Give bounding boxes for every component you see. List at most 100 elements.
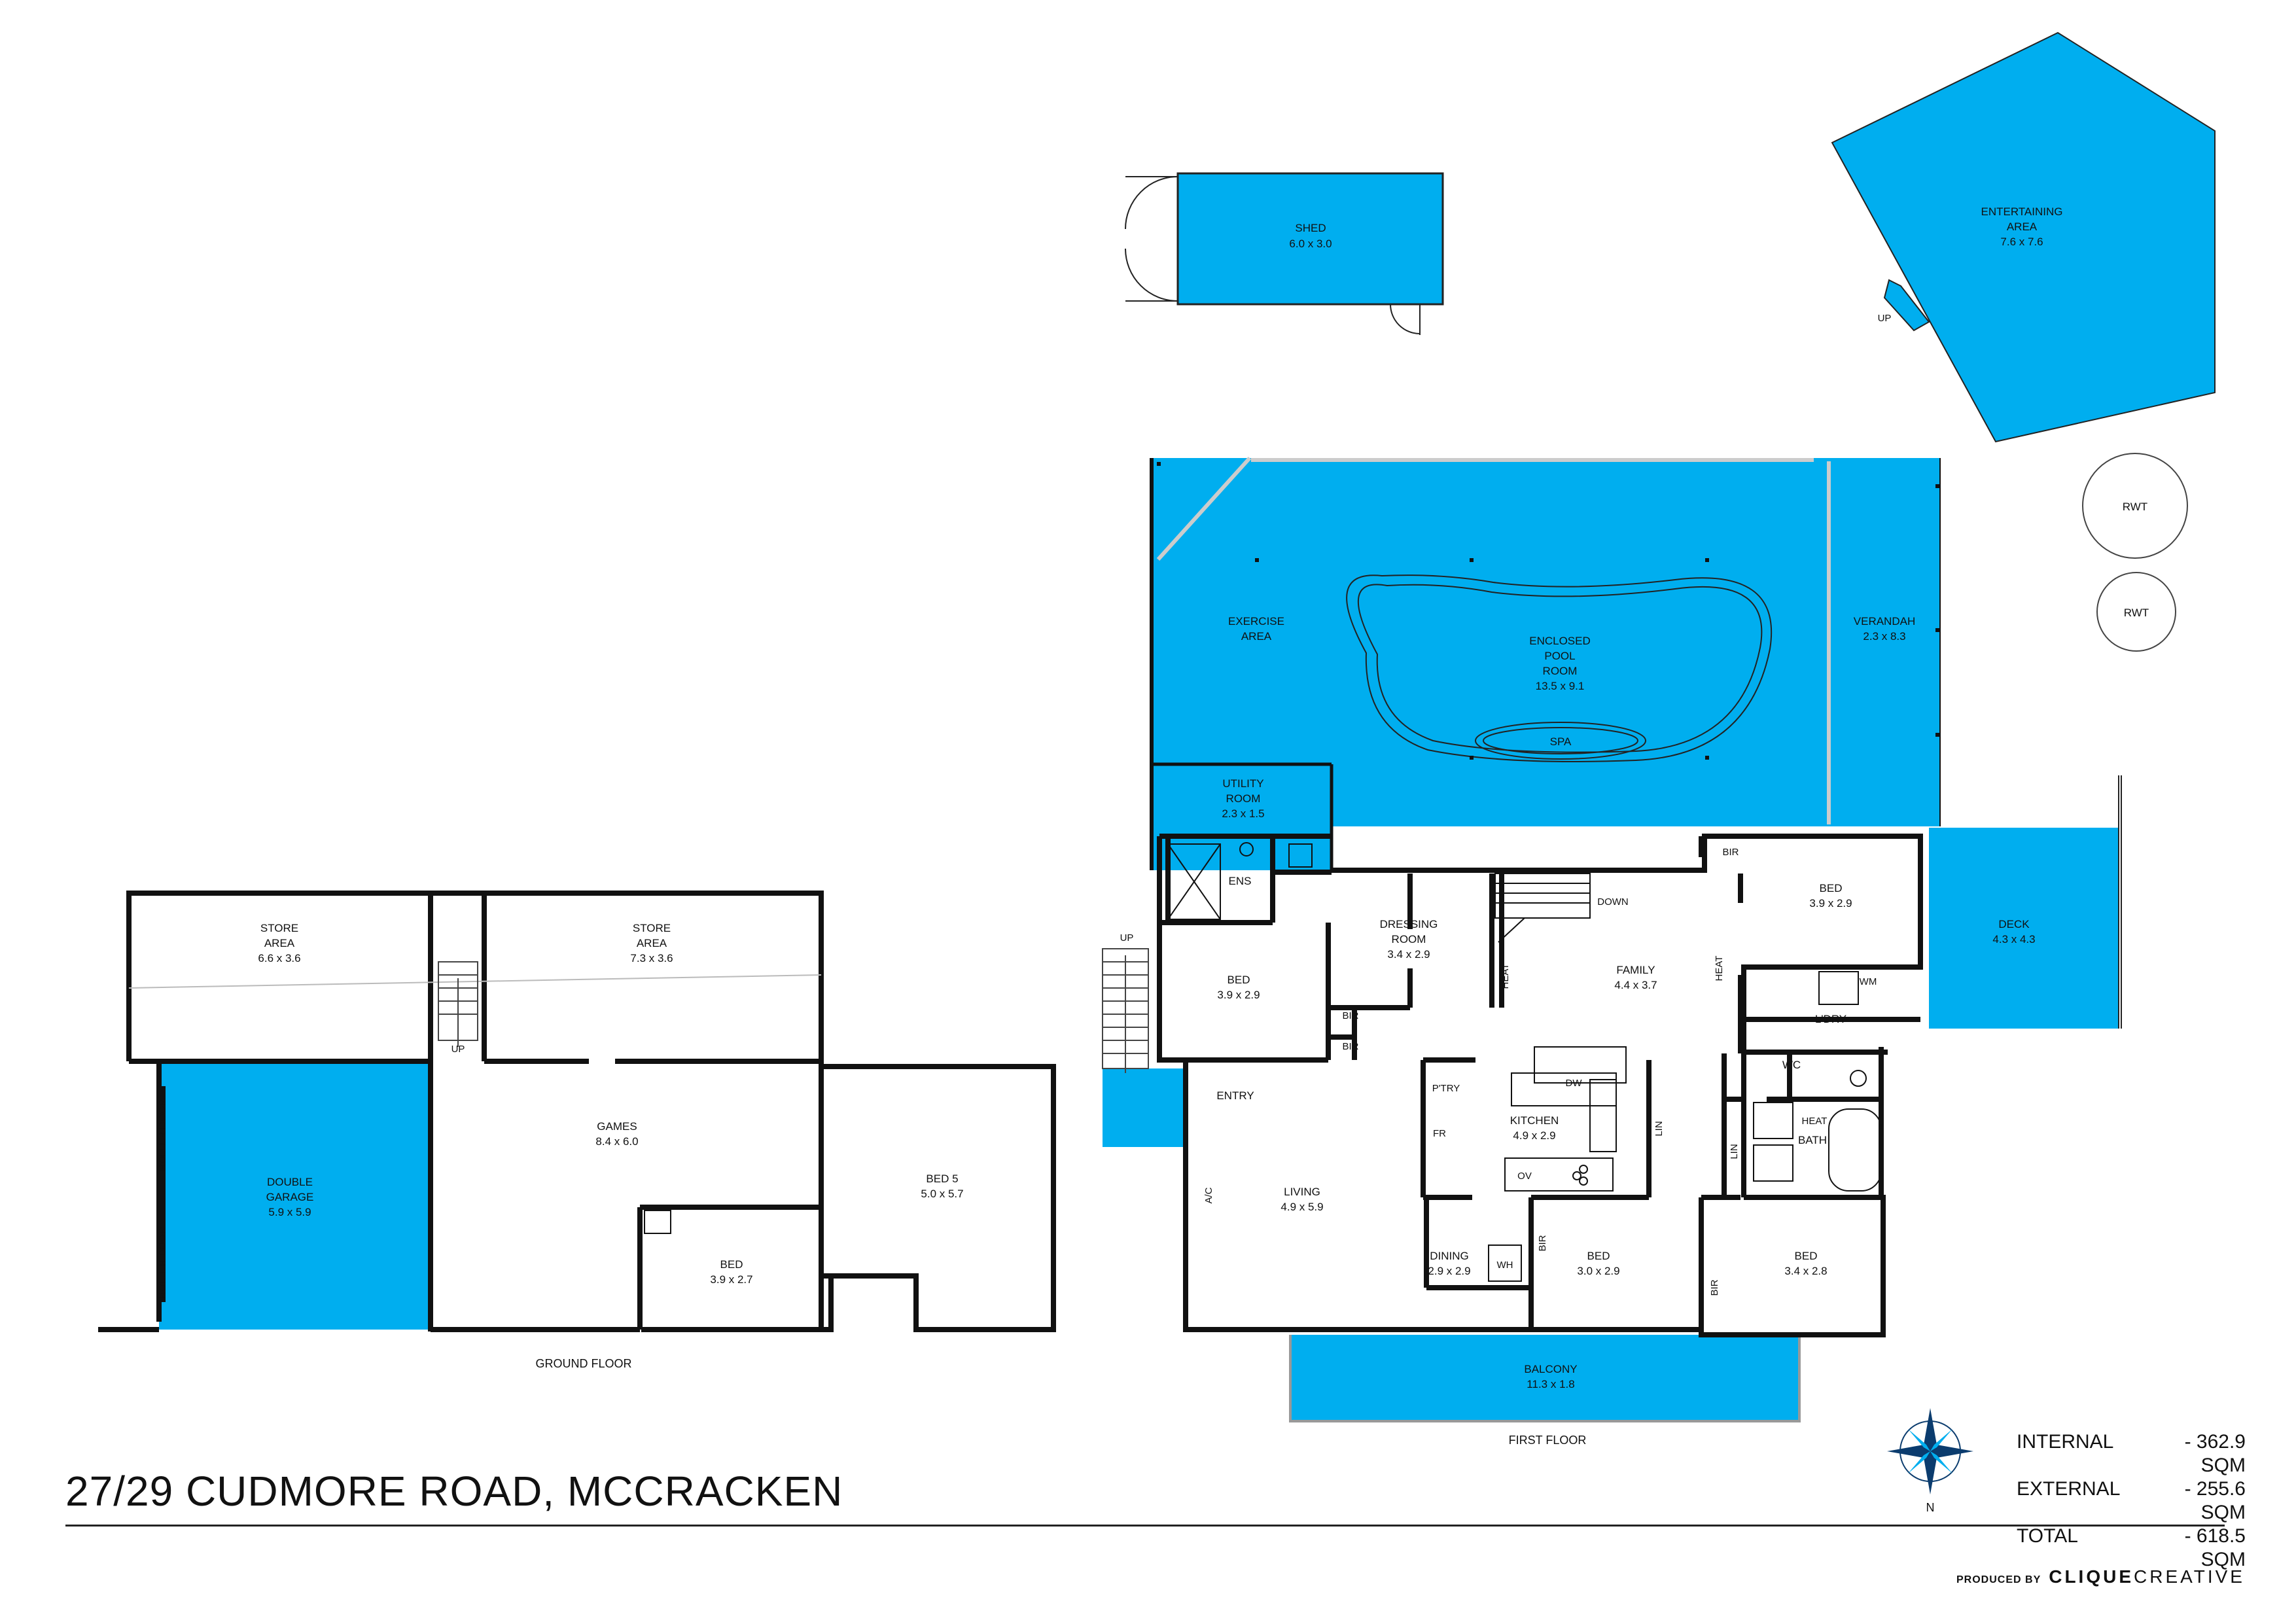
compass-north-label: N [1926, 1501, 1935, 1514]
heat-label-stair: HEAT [1500, 964, 1511, 989]
bed-ne-size: 3.9 x 2.9 [1809, 897, 1852, 909]
pool-size: 13.5 x 9.1 [1536, 680, 1585, 692]
entertaining-label: ENTERTAINING [1981, 205, 2063, 218]
store-right-label: STORE [633, 922, 671, 934]
bir-label-ne: BIR [1722, 847, 1739, 858]
store-right-label-2: AREA [637, 937, 667, 949]
area-label: EXTERNAL [2017, 1478, 2121, 1500]
fr-label: FR [1433, 1128, 1446, 1139]
roller-door-label-1: ROLLER DOOR [157, 1099, 168, 1171]
utility-size: 2.3 x 1.5 [1222, 807, 1264, 820]
dressing-size: 3.4 x 2.9 [1387, 948, 1430, 961]
dining-label: DINING [1430, 1250, 1469, 1262]
deck-size: 4.3 x 4.3 [1992, 933, 2035, 945]
area-value: - 255.6 SQM [2184, 1478, 2246, 1523]
lin-label-bath: LIN [1729, 1144, 1740, 1159]
brand-logo: CLIQUECREATIVE [2049, 1566, 2245, 1587]
garage-label: DOUBLE [267, 1176, 313, 1188]
garage-size: 5.9 x 5.9 [268, 1206, 311, 1218]
rwt-label-1: RWT [2123, 501, 2147, 513]
exercise-label: EXERCISE [1228, 615, 1284, 627]
rwt-tank-2 [2096, 572, 2176, 652]
bed-mid-size: 3.0 x 2.9 [1577, 1265, 1619, 1277]
exercise-label-2: AREA [1241, 630, 1272, 643]
ground-floor-label: GROUND FLOOR [535, 1357, 631, 1370]
kitchen-label: KITCHEN [1510, 1114, 1559, 1127]
entry-label: ENTRY [1216, 1089, 1254, 1102]
area-label: TOTAL [2017, 1525, 2078, 1547]
pool-label: ENCLOSED [1529, 635, 1591, 647]
bir-label-2: BIR [1342, 1041, 1358, 1052]
bed-ne-label: BED [1820, 882, 1843, 894]
utility-label: UTILITY [1222, 777, 1263, 790]
ens-label: ENS [1229, 875, 1252, 887]
property-address: 27/29 CUDMORE ROAD, MCCRACKEN [65, 1468, 843, 1515]
lin-label-kitchen: LIN [1653, 1121, 1665, 1136]
garage [159, 1061, 431, 1330]
stairs-up-label: UP [1120, 932, 1134, 944]
deck-label: DECK [1998, 918, 2030, 930]
garage-label-2: GARAGE [266, 1191, 314, 1203]
dining-size: 2.9 x 2.9 [1428, 1265, 1470, 1277]
producer-credit: PRODUCED BY CLIQUECREATIVE [1956, 1566, 2245, 1587]
wm-label: WM [1860, 976, 1877, 987]
verandah-label: VERANDAH [1854, 615, 1915, 627]
heat-label-family: HEAT [1714, 956, 1725, 981]
rwt-tank-1 [2082, 453, 2188, 559]
games-label: GAMES [597, 1120, 637, 1133]
area-row-total: TOTAL - 618.5 SQM [2017, 1525, 2246, 1572]
shed-size: 6.0 x 3.0 [1289, 238, 1332, 250]
balcony [1290, 1335, 1799, 1420]
shed [1125, 172, 1444, 335]
store-left-size: 6.6 x 3.6 [258, 952, 300, 964]
dressing-label: DRESSING [1380, 918, 1438, 930]
ground-stairs-up-label: UP [451, 1044, 465, 1055]
entertaining-size: 7.6 x 7.6 [2000, 236, 2043, 248]
first-floor-walls [1157, 834, 1923, 1337]
bir-label-1: BIR [1342, 1010, 1358, 1021]
balcony-size: 11.3 x 1.8 [1527, 1378, 1574, 1390]
area-label: INTERNAL [2017, 1431, 2114, 1453]
pool-label-2: POOL [1544, 650, 1575, 662]
bed-ground-label: BED [720, 1258, 743, 1271]
games-size: 8.4 x 6.0 [595, 1135, 638, 1148]
brand-light: CREATIVE [2134, 1566, 2245, 1587]
family-size: 4.4 x 3.7 [1614, 979, 1657, 991]
roller-door-label-2: ROLLER DOOR [157, 1227, 168, 1298]
store-right-size: 7.3 x 3.6 [630, 952, 673, 964]
deck [1929, 828, 2119, 1029]
spa-label: SPA [1550, 735, 1572, 748]
entertaining-area [1831, 31, 2216, 443]
shed-label: SHED [1295, 222, 1326, 234]
store-left-label-2: AREA [264, 937, 295, 949]
dressing-label-2: ROOM [1392, 933, 1426, 945]
stairs-down-label: DOWN [1597, 896, 1629, 908]
wc-label: WC [1782, 1059, 1801, 1071]
bed-master-size: 3.9 x 2.9 [1217, 989, 1260, 1001]
area-value: - 362.9 SQM [2184, 1431, 2246, 1476]
kitchen-size: 4.9 x 2.9 [1513, 1129, 1555, 1142]
bed5-size: 5.0 x 5.7 [921, 1188, 963, 1200]
heat-label-bath: HEAT [1802, 1116, 1828, 1127]
bed-se-label: BED [1795, 1250, 1818, 1262]
brand-bold: CLIQUE [2049, 1566, 2134, 1587]
bed-master-label: BED [1227, 974, 1250, 986]
dw-label: DW [1566, 1078, 1583, 1089]
wh-label: WH [1497, 1260, 1513, 1271]
bath-label: BATH [1798, 1134, 1827, 1146]
living-size: 4.9 x 5.9 [1280, 1201, 1323, 1213]
bed-ground-size: 3.9 x 2.7 [710, 1273, 752, 1286]
ov-label: OV [1517, 1171, 1532, 1182]
pool-label-3: ROOM [1543, 665, 1578, 677]
compass-icon [1887, 1408, 1973, 1494]
bed-se-size: 3.4 x 2.8 [1784, 1265, 1827, 1277]
bed-mid-label: BED [1587, 1250, 1610, 1262]
family-label: FAMILY [1616, 964, 1655, 976]
area-row-internal: INTERNAL - 362.9 SQM [2017, 1430, 2246, 1477]
balcony-label: BALCONY [1524, 1363, 1577, 1375]
living-label: LIVING [1284, 1186, 1320, 1198]
entertaining-label-2: AREA [2007, 221, 2038, 233]
laundry-label: L'DRY [1815, 1013, 1846, 1025]
area-summary: INTERNAL - 362.9 SQM EXTERNAL - 255.6 SQ… [2017, 1430, 2246, 1572]
